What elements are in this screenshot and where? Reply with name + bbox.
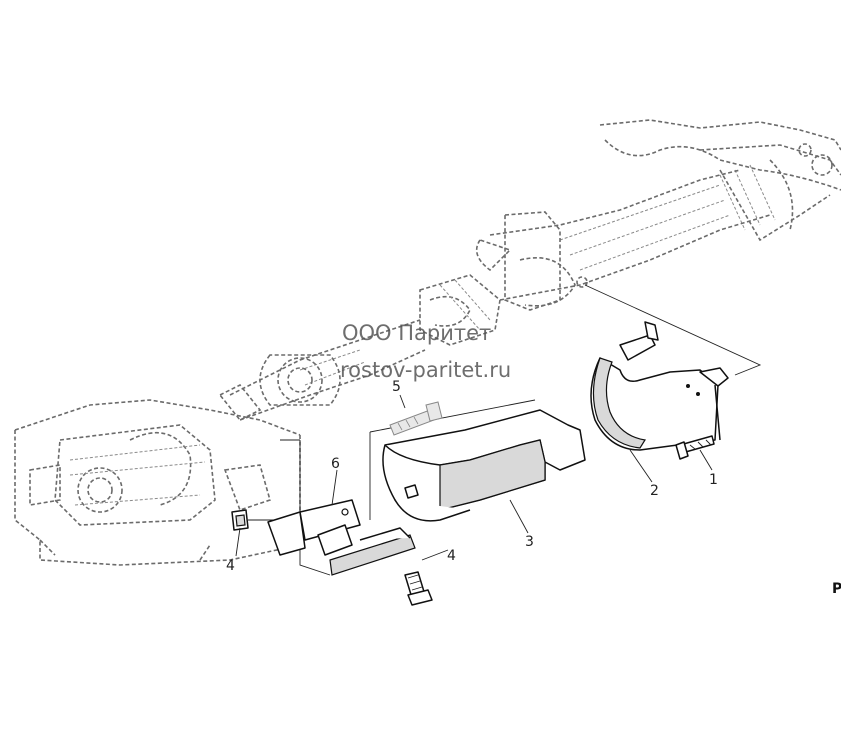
callout-6: 6 [331, 456, 340, 472]
part-3-shield [382, 409, 586, 522]
part-4-bolt-bottom [404, 571, 433, 606]
part-6-bracket [267, 499, 416, 576]
callout-5: 5 [392, 379, 401, 395]
callout-4-bottom: 4 [447, 548, 456, 564]
part-5-bolt [389, 401, 443, 436]
watermark-site: rostov-paritet.ru [340, 358, 511, 382]
part-2-shield [590, 321, 729, 451]
callout-1: 1 [709, 472, 718, 488]
part-1-bolt [675, 435, 715, 460]
callout-leaders [235, 394, 713, 561]
watermark-company: ООО Паритет [342, 321, 491, 345]
callout-2: 2 [650, 483, 659, 499]
callout-3: 3 [525, 534, 534, 550]
callout-4-left: 4 [226, 558, 235, 574]
ghost-assembly [14, 119, 841, 566]
edge-letter: P [832, 581, 841, 597]
part-4-bolt-left [231, 509, 249, 531]
